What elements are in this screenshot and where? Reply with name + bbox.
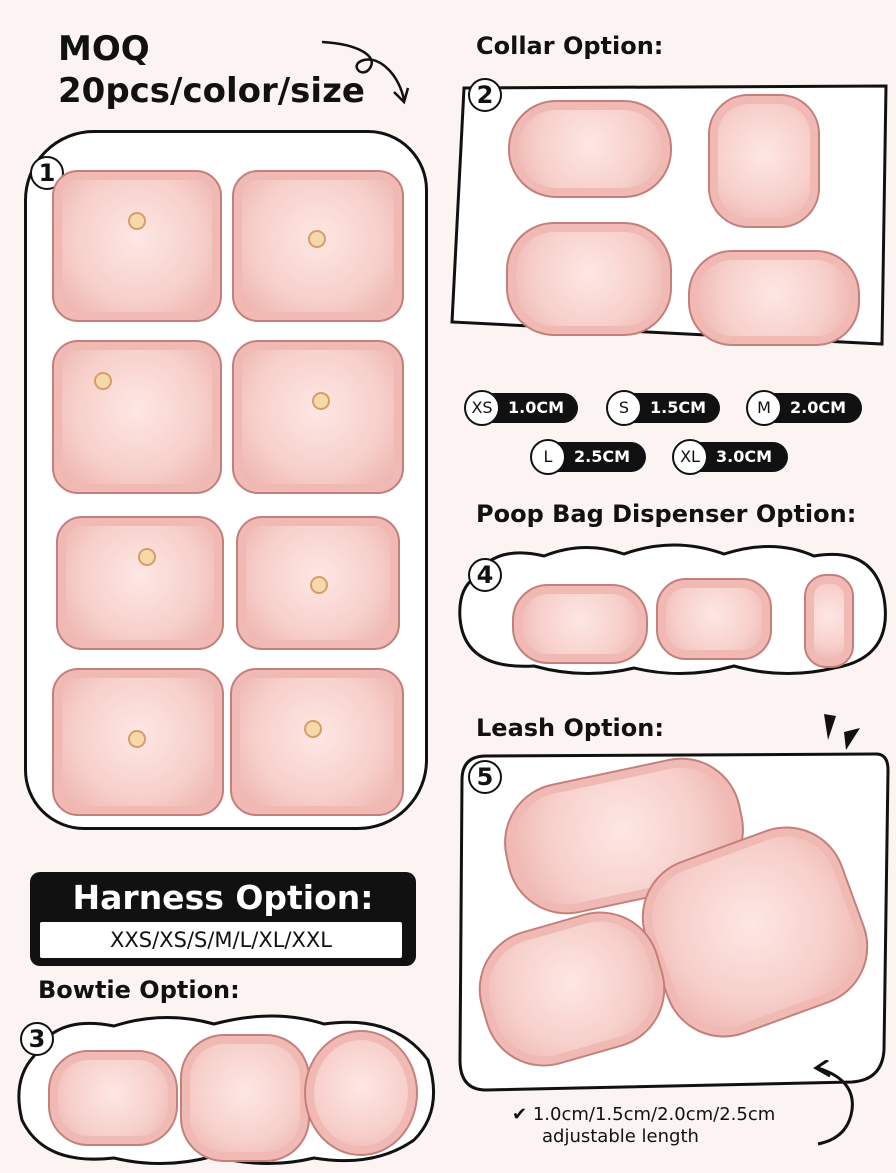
size-width: 1.0CM [508,398,565,417]
harness-image-7[interactable] [52,668,224,816]
harness-image-5[interactable] [56,516,224,650]
size-width: 1.5CM [650,398,707,417]
harness-option-title: Harness Option: [72,878,374,917]
bowtie-image-1[interactable] [48,1050,178,1146]
poop-bag-image-1[interactable] [512,584,648,664]
collar-image-2[interactable] [708,94,820,228]
bowtie-image-2[interactable] [180,1034,310,1162]
size-code: S [606,390,642,426]
size-width: 2.0CM [790,398,847,417]
harness-image-1[interactable] [52,170,222,322]
collar-size-xl: XL 3.0CM [672,439,788,475]
curved-arrow-icon [321,40,410,105]
harness-image-3[interactable] [52,340,222,494]
checkmark-icon: ✔ [512,1104,528,1125]
collar-size-xs: XS 1.0CM [464,390,578,426]
harness-option-box: Harness Option: XXS/XS/S/M/L/XL/XXL [30,872,416,966]
section-number-4: 4 [468,558,502,592]
collar-option-heading: Collar Option: [476,32,664,60]
size-code: M [746,390,782,426]
collar-size-l: L 2.5CM [530,439,646,475]
moq-quantity: 20pcs/color/size [58,71,365,111]
collar-size-s: S 1.5CM [606,390,720,426]
moq-label: MOQ [58,29,150,69]
poop-bag-image-3[interactable] [804,574,854,668]
section-number-5: 5 [468,760,502,794]
poop-bag-image-2[interactable] [656,578,772,660]
curved-arrow-icon [813,1060,854,1146]
bowtie-option-heading: Bowtie Option: [38,976,240,1004]
harness-sizes: XXS/XS/S/M/L/XL/XXL [38,920,404,960]
leash-length-note: adjustable length [542,1126,699,1147]
size-code: XL [672,439,708,475]
collar-size-m: M 2.0CM [746,390,862,426]
collar-image-1[interactable] [508,100,672,198]
harness-image-2[interactable] [232,170,404,322]
leash-option-heading: Leash Option: [476,714,664,742]
size-code: XS [464,390,500,426]
leash-widths: 1.0cm/1.5cm/2.0cm/2.5cm [532,1104,776,1125]
collar-image-4[interactable] [688,250,860,346]
harness-image-8[interactable] [230,668,404,816]
section-number-2: 2 [468,78,502,112]
bowtie-image-3[interactable] [304,1030,418,1156]
size-width: 3.0CM [716,447,773,466]
emphasis-marks-icon [824,714,860,750]
leash-note: ✔ 1.0cm/1.5cm/2.0cm/2.5cm adjustable len… [512,1104,775,1148]
harness-image-6[interactable] [236,516,400,650]
size-code: L [530,439,566,475]
section-number-3: 3 [20,1022,54,1056]
size-width: 2.5CM [574,447,631,466]
collar-image-3[interactable] [506,222,672,336]
harness-image-4[interactable] [232,340,404,494]
moq-title: MOQ 20pcs/color/size [58,28,365,112]
poop-bag-option-heading: Poop Bag Dispenser Option: [476,500,857,528]
